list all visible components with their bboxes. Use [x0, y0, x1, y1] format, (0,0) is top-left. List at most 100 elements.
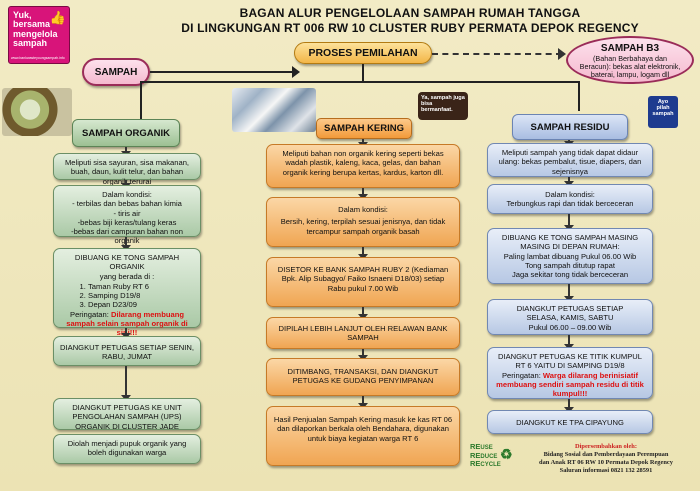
recycle-icon: ♻	[500, 446, 513, 462]
arrow-residu-4	[564, 284, 574, 302]
organik-lokasi-3: Depan D23/09	[88, 300, 194, 309]
dry-waste-photo	[232, 88, 316, 132]
organik-lokasi-2: Samping D19/8	[88, 291, 194, 300]
arrow-organik-5	[121, 366, 131, 401]
logo-re-2: RE	[470, 450, 481, 460]
connector-branch-horizontal	[140, 81, 580, 83]
arrow-residu-6	[564, 399, 574, 413]
organik-angkut: DIANGKUT PETUGAS SETIAP SENIN, RABU, JUM…	[60, 343, 194, 362]
organik-buang-title: DIBUANG KE TONG SAMPAH ORGANIK	[74, 253, 180, 272]
sampah-oval: SAMPAH	[82, 58, 150, 86]
organik-buang-box: DIBUANG KE TONG SAMPAH ORGANIK yang bera…	[53, 248, 201, 337]
organik-desc-box: Meliputi sisa sayuran, sisa makanan, bua…	[53, 153, 201, 186]
b3-desc: (Bahan Berbahaya dan Beracun): bekas ala…	[579, 53, 681, 80]
arrow-kering-2	[358, 188, 368, 200]
kering-setor: DISETOR KE BANK SAMPAH RUBY 2 (Kediaman …	[277, 265, 449, 293]
residu-kumpul: DIANGKUT PETUGAS KE TITIK KUMPUL RT 6 YA…	[497, 352, 643, 371]
kering-pilah: DIPILAH LEBIH LANJUT OLEH RELAWAN BANK S…	[278, 324, 448, 343]
connector-residu	[578, 81, 580, 111]
page-subtitle: DI LINGKUNGAN RT 006 RW 10 CLUSTER RUBY …	[181, 21, 639, 35]
yuk-badge-url: www.bankwasteyoungsampah.info	[11, 56, 65, 61]
kering-kondisi: Bersih, kering, terpilah sesuai jenisnya…	[280, 217, 446, 236]
organic-waste-photo	[2, 88, 72, 136]
logo-cycle: CYCLE	[480, 462, 501, 469]
organik-buang-sub: yang berada di :	[99, 271, 155, 281]
organik-header: SAMPAH ORGANIK	[72, 119, 180, 147]
sampah-label: SAMPAH	[94, 66, 138, 78]
kering-setor-box: DISETOR KE BANK SAMPAH RUBY 2 (Kediaman …	[266, 257, 460, 307]
residu-kondisi: Terbungkus rapi dan tidak berceceran	[506, 199, 634, 209]
residu-desc: Meliputi sampah yang tidak dapat didaur …	[498, 148, 642, 176]
sticker-residu-text: Ayo pilah sampah	[652, 99, 674, 118]
organik-header-label: SAMPAH ORGANIK	[82, 127, 170, 139]
residu-kondisi-title: Dalam kondisi:	[545, 190, 595, 199]
logo-re-3: RE	[470, 459, 481, 469]
arrow-right-b3-icon	[558, 48, 566, 60]
arrow-residu-1	[564, 140, 574, 147]
organik-kondisi-1: - terbilas dan bebas bahan kimia	[72, 199, 182, 209]
footer-line3: dan Anak RT 06 RW 10 Permata Depok Regen…	[539, 459, 673, 466]
organik-angkut-box: DIANGKUT PETUGAS SETIAP SENIN, RABU, JUM…	[53, 336, 201, 366]
arrow-kering-5	[358, 349, 368, 361]
residu-buang: DIBUANG KE TONG SAMPAH MASING MASING DI …	[501, 233, 639, 252]
kering-kondisi-box: Dalam kondisi: Bersih, kering, terpilah …	[266, 197, 460, 247]
reuse-reduce-recycle-logo: REUSE REDUCE RECYCLE ♻	[470, 442, 514, 483]
connector-organik	[140, 81, 142, 119]
residu-angkut-box: DIANGKUT PETUGAS SETIAP SELASA, KAMIS, S…	[487, 299, 653, 335]
kering-desc-box: Meliputi bahan non organik kering sepert…	[266, 144, 460, 188]
arrow-organik-1	[121, 147, 131, 157]
arrow-residu-3	[564, 214, 574, 231]
footer-line4: Saluran informasi 0821 132 28591	[559, 467, 653, 474]
residu-angkut-title: DIANGKUT PETUGAS SETIAP	[516, 304, 624, 313]
thumbs-up-icon: 👍	[49, 10, 66, 25]
sticker-kering-text: Ya, sampah juga bisa bermanfaat.	[421, 95, 465, 114]
kering-pilah-box: DIPILAH LEBIH LANJUT OLEH RELAWAN BANK S…	[266, 317, 460, 349]
residu-jadwal-3: Jaga sekitar tong tidak berceceran	[511, 270, 629, 279]
residu-peringatan: Warga dilarang berinisiatif membuang sen…	[496, 370, 644, 399]
residu-jadwal-2: Tong sampah ditutup rapat	[525, 260, 615, 270]
logo-re-1: RE	[470, 442, 481, 451]
kering-hasil: Hasil Penjualan Sampah Kering masuk ke k…	[273, 415, 453, 443]
arrow-kering-1	[358, 139, 368, 148]
residu-kondisi-box: Dalam kondisi: Terbungkus rapi dan tidak…	[487, 184, 653, 214]
page-title: BAGAN ALUR PENGELOLAAN SAMPAH RUMAH TANG…	[239, 6, 581, 20]
arrow-kering-4	[358, 307, 368, 320]
residu-tpa: DIANGKUT KE TPA CIPAYUNG	[516, 418, 624, 427]
kering-timbang-box: DITIMBANG, TRANSAKSI, DAN DIANGKUT PETUG…	[266, 358, 460, 396]
residu-angkut-hari: SELASA, KAMIS, SABTU	[526, 313, 614, 323]
kering-header-label: SAMPAH KERING	[323, 123, 405, 134]
arrow-organik-4	[121, 328, 131, 339]
residu-angkut-jam: Pukul 06.00 – 09.00 Wib	[528, 322, 612, 332]
proses-pemilahan-label: PROSES PEMILAHAN	[308, 47, 418, 59]
b3-title: SAMPAH B3	[600, 43, 660, 54]
residu-header-label: SAMPAH RESIDU	[530, 121, 610, 133]
arrow-right-icon	[292, 66, 300, 78]
arrow-kering-3	[358, 247, 368, 260]
organik-kondisi-title: Dalam kondisi:	[102, 190, 152, 199]
organik-kondisi-4: -bebas dari campuran bahan non organik	[71, 227, 183, 246]
residu-tpa-box: DIANGKUT KE TPA CIPAYUNG	[487, 410, 653, 434]
connector-proses-down	[362, 64, 364, 82]
residu-kumpul-box: DIANGKUT PETUGAS KE TITIK KUMPUL RT 6 YA…	[487, 347, 653, 399]
organik-lokasi-1: Taman Ruby RT 6	[88, 282, 194, 291]
footer-line2: Bidang Sosial dan Pemberdayaan Perempuan	[543, 451, 669, 458]
kering-kondisi-title: Dalam kondisi:	[338, 205, 388, 214]
connector-sampah-proses	[150, 71, 296, 73]
sticker-kering: Ya, sampah juga bisa bermanfaat.	[418, 92, 468, 120]
sampah-b3-oval: SAMPAH B3 (Bahan Berbahaya dan Beracun):…	[566, 36, 694, 84]
yuk-badge: Yuk, bersama mengelola sampah 👍 www.bank…	[8, 6, 70, 64]
organik-kondisi-box: Dalam kondisi: - terbilas dan bebas baha…	[53, 185, 201, 245]
sticker-residu: Ayo pilah sampah	[648, 96, 678, 128]
organik-pupuk-box: Diolah menjadi pupuk organik yang boleh …	[53, 434, 201, 464]
kering-timbang: DITIMBANG, TRANSAKSI, DAN DIANGKUT PETUG…	[287, 367, 439, 386]
organik-desc: Meliputi sisa sayuran, sisa makanan, bua…	[64, 158, 190, 186]
proses-pemilahan-box: PROSES PEMILAHAN	[294, 42, 432, 64]
arrow-organik-3	[121, 237, 131, 251]
organik-ups: DIANGKUT PETUGAS KE UNIT PENGOLAHAN SAMP…	[72, 403, 182, 431]
residu-peringatan-label: Peringatan:	[501, 370, 543, 380]
arrow-organik-2	[121, 180, 131, 189]
yuk-badge-text: Yuk, bersama mengelola sampah	[13, 10, 58, 49]
arrow-residu-5	[564, 335, 574, 350]
kering-desc: Meliputi bahan non organik kering sepert…	[282, 149, 444, 177]
residu-header: SAMPAH RESIDU	[512, 114, 628, 140]
